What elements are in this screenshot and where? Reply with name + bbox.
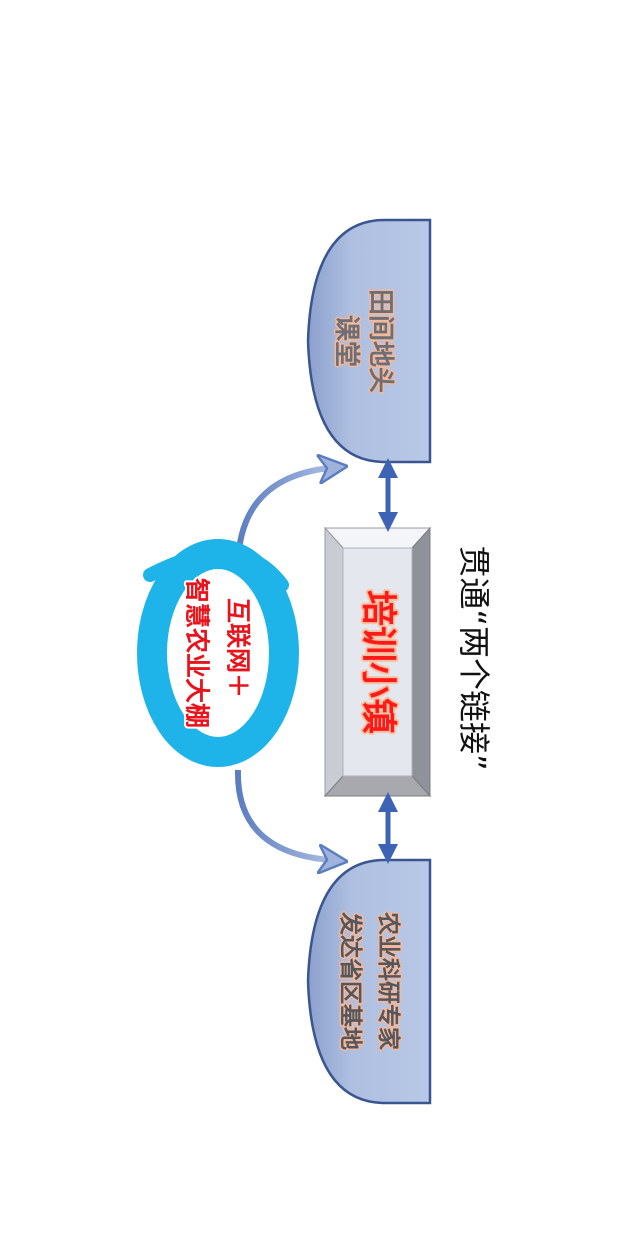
top-node-shape [306, 218, 432, 464]
globe-icon [137, 539, 299, 767]
bottom-node: 农业科研专家 发达省区基地 [306, 858, 432, 1105]
center-box-face [342, 547, 413, 777]
top-node-line1: 田间地头 [365, 289, 395, 393]
center-box-right-bevel [411, 526, 431, 798]
diagram-title: 贯通“两个链接” [455, 545, 493, 770]
bottom-node-line1: 农业科研专家 [375, 911, 402, 1050]
internet-node-line2: 智慧农业大棚 [183, 578, 212, 728]
bottom-node-line2: 发达省区基地 [337, 911, 364, 1050]
center-box-bottom-bevel [323, 775, 432, 797]
internet-node-line1: 互联网＋ [224, 598, 253, 698]
center-box: 培训小镇 [323, 526, 432, 798]
curve-arrow-to-bottom-node [234, 769, 330, 860]
top-node-line2: 课堂 [331, 315, 361, 367]
bottom-node-shape [306, 858, 432, 1105]
center-box-label: 培训小镇 [358, 590, 399, 734]
internet-node: 互联网＋ 智慧农业大棚 [137, 539, 299, 767]
top-node: 田间地头 课堂 [306, 218, 432, 464]
center-box-left-bevel [324, 526, 344, 798]
